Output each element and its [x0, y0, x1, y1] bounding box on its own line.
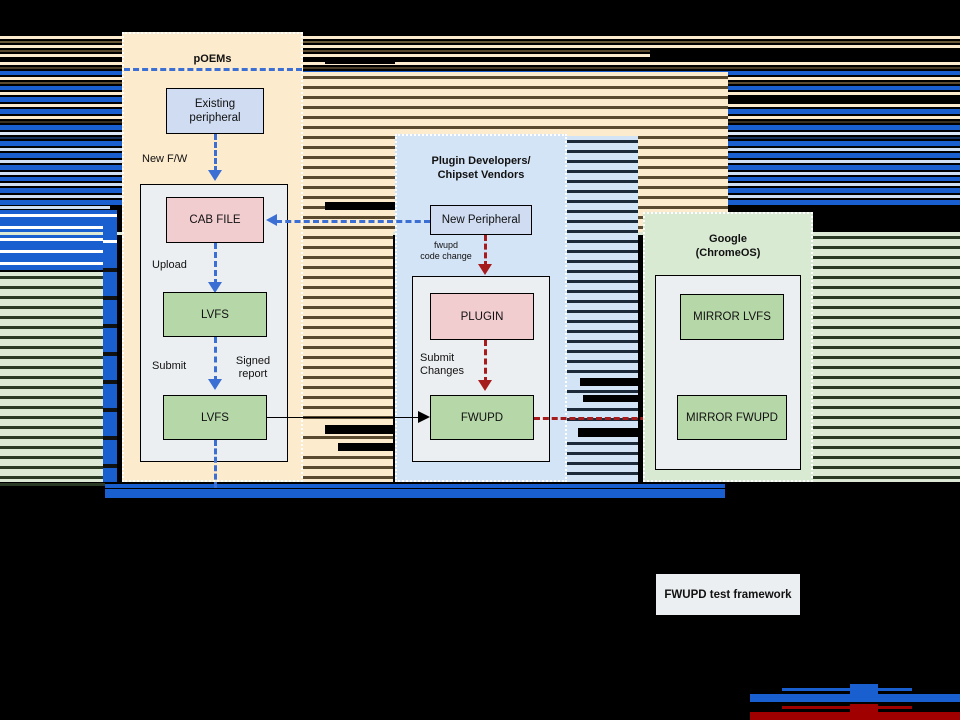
- node-fwupd-test-framework[interactable]: FWUPD test framework: [656, 574, 800, 615]
- legend-line-blue-thin: [782, 688, 912, 691]
- edge-label-upload: Upload: [152, 259, 187, 271]
- edge-fwupd-to-mirror-fwupd: [534, 417, 664, 420]
- node-fwupd[interactable]: FWUPD: [430, 395, 534, 440]
- node-plugin[interactable]: PLUGIN: [430, 293, 534, 340]
- edge-existing-to-cab-arrowhead: [208, 170, 222, 181]
- group-google-chromeos-title: Google (ChromeOS): [645, 232, 811, 260]
- node-existing-peripheral-line2: peripheral: [189, 112, 241, 124]
- node-cab-file-label: CAB FILE: [189, 214, 241, 226]
- node-fwupd-test-framework-label: FWUPD test framework: [664, 588, 792, 601]
- node-plugin-label: PLUGIN: [460, 310, 504, 323]
- node-mirror-fwupd[interactable]: MIRROR FWUPD: [677, 395, 787, 440]
- edge-new-peripheral-to-plugin-arrowhead: [478, 264, 492, 275]
- edge-lvfs-to-fwupd: [267, 417, 419, 418]
- edge-plugin-to-fwupd: [484, 340, 487, 383]
- node-fwupd-label: FWUPD: [460, 411, 504, 424]
- node-lvfs-upload[interactable]: LVFS: [163, 292, 267, 337]
- node-new-peripheral-label: New Peripheral: [441, 214, 521, 226]
- edge-new-peripheral-to-cab-arrowhead: [266, 214, 277, 226]
- poems-top-dashed-line: [124, 68, 302, 71]
- edge-lvfs-to-lvfs: [214, 337, 217, 382]
- edge-label-submit-changes: Submit Changes: [420, 352, 465, 377]
- edge-lvfs-to-fwupd-arrowhead: [418, 411, 430, 423]
- edge-lvfs-submit-down: [214, 440, 217, 488]
- group-google-title-line1: Google: [709, 233, 747, 245]
- edge-label-new-fw: New F/W: [142, 153, 188, 165]
- node-existing-peripheral[interactable]: Existing peripheral: [166, 88, 264, 134]
- group-plugin-developers-title: Plugin Developers/ Chipset Vendors: [397, 154, 565, 182]
- node-lvfs-submit[interactable]: LVFS: [163, 395, 267, 440]
- node-new-peripheral[interactable]: New Peripheral: [430, 205, 532, 235]
- edge-new-peripheral-to-cab: [276, 220, 430, 223]
- group-plugin-developers-title-line2: Chipset Vendors: [437, 169, 525, 181]
- edge-plugin-to-fwupd-arrowhead: [478, 380, 492, 391]
- node-lvfs-submit-label: LVFS: [201, 411, 229, 424]
- legend-line-blue-block: [850, 684, 878, 702]
- edge-label-submit: Submit: [152, 360, 187, 372]
- edge-lvfs-to-lvfs-arrowhead: [208, 379, 222, 390]
- edge-label-fwupd-code-change: fwupd code change: [420, 240, 472, 261]
- edge-cab-to-lvfs-upload-arrowhead: [208, 282, 222, 293]
- node-mirror-lvfs-label: MIRROR LVFS: [693, 311, 771, 323]
- edge-cab-to-lvfs-upload: [214, 243, 217, 285]
- group-google-title-line2: (ChromeOS): [695, 247, 761, 259]
- node-cab-file[interactable]: CAB FILE: [166, 197, 264, 243]
- edge-existing-to-cab: [214, 134, 217, 172]
- node-lvfs-upload-label: LVFS: [201, 308, 229, 321]
- node-existing-peripheral-line1: Existing: [194, 98, 236, 110]
- legend-line-red-thin: [782, 706, 912, 709]
- group-plugin-developers-title-line1: Plugin Developers/: [431, 155, 531, 167]
- legend-line-red-block: [850, 704, 878, 720]
- edge-label-signed-report: Signed report: [235, 355, 271, 380]
- node-mirror-lvfs[interactable]: MIRROR LVFS: [680, 294, 784, 340]
- group-poems-title: pOEMs: [193, 53, 232, 65]
- node-mirror-fwupd-label: MIRROR FWUPD: [686, 411, 778, 424]
- edge-new-peripheral-to-plugin: [484, 235, 487, 267]
